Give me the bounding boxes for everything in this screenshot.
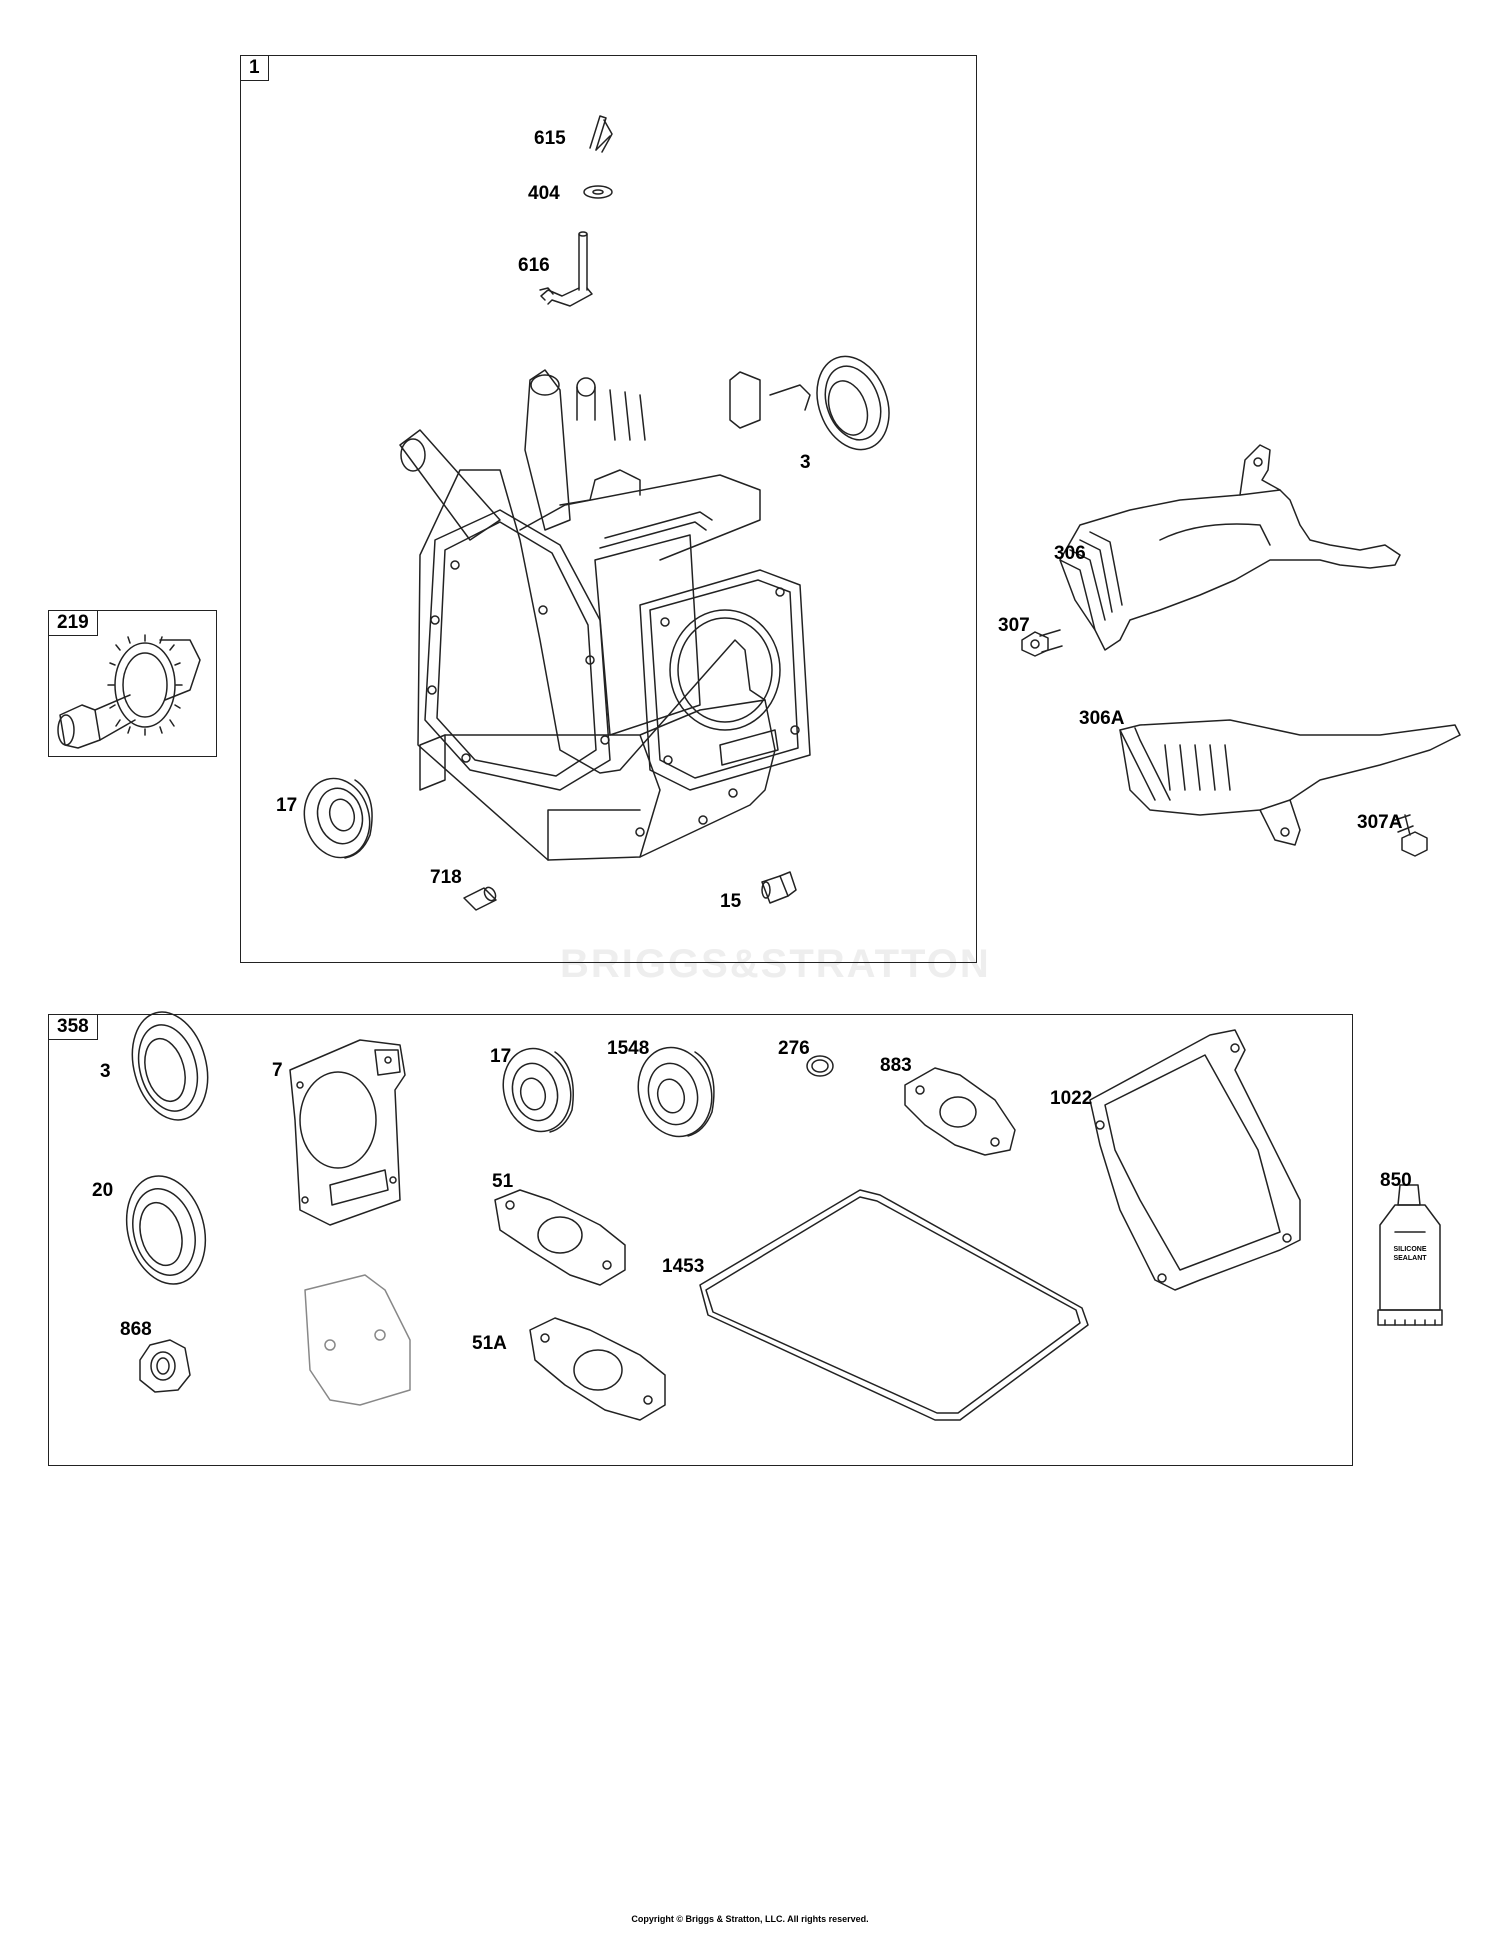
rocker-gasket-faded [304, 1274, 411, 1406]
callout-615: 615 [534, 128, 566, 149]
callout-20: 20 [92, 1180, 114, 1201]
assembly-box-358-label: 358 [48, 1014, 98, 1040]
crankcase-block [399, 369, 811, 861]
callout-3-top: 3 [800, 452, 811, 473]
callout-868: 868 [120, 1319, 152, 1340]
valve-seal-868 [139, 1339, 191, 1393]
callout-51A: 51A [472, 1333, 507, 1354]
governor-gear-219 [57, 634, 201, 749]
callout-306A: 306A [1079, 708, 1125, 729]
seal-ring-1453 [699, 1189, 1089, 1421]
callout-1022: 1022 [1050, 1088, 1093, 1109]
callout-883: 883 [880, 1055, 912, 1076]
callout-616: 616 [518, 255, 550, 276]
callout-1453: 1453 [662, 1256, 705, 1277]
callout-17-kit: 17 [490, 1046, 512, 1067]
brand-watermark: BRIGGS&STRATTON [560, 942, 991, 986]
cotter-pin-615 [589, 115, 613, 153]
ball-bearing-17-top [303, 777, 373, 859]
gasket-1022 [1089, 1029, 1301, 1291]
air-guide-306A [1119, 719, 1461, 846]
callout-15: 15 [720, 891, 742, 912]
sealant-label-line1: SILICONE [1393, 1246, 1427, 1253]
oil-seal-20 [125, 1175, 207, 1285]
callout-51: 51 [492, 1171, 514, 1192]
assembly-box-1: 1 [240, 55, 977, 963]
governor-shaft-616 [539, 231, 593, 307]
callout-307A: 307A [1357, 812, 1403, 833]
callout-850: 850 [1380, 1170, 1412, 1191]
gasket-51 [494, 1189, 626, 1286]
assembly-box-219: 219 [48, 610, 217, 757]
callout-3-kit: 3 [100, 1061, 111, 1082]
callout-718: 718 [430, 867, 462, 888]
callout-306: 306 [1054, 543, 1086, 564]
callout-307: 307 [998, 615, 1030, 636]
callout-17-top: 17 [276, 795, 298, 816]
sealant-label-line2: SEALANT [1393, 1255, 1427, 1262]
screw-307A [1394, 814, 1428, 857]
gasket-883 [904, 1067, 1016, 1156]
screw-307 [1021, 629, 1063, 657]
gasket-51A [529, 1317, 666, 1421]
assembly-box-219-label: 219 [48, 610, 98, 636]
dowel-pin-718 [463, 886, 497, 911]
oil-seal-3-top [816, 355, 890, 451]
assembly-box-1-label: 1 [240, 55, 269, 81]
callout-404: 404 [528, 183, 560, 204]
callout-7: 7 [272, 1060, 283, 1081]
ball-bearing-1548 [637, 1046, 715, 1138]
washer-404 [583, 185, 613, 199]
silicone-sealant-tube-850 [1377, 1184, 1443, 1326]
head-gasket-7 [289, 1039, 406, 1226]
washer-276 [806, 1055, 834, 1077]
assembly-box-358: 358 [48, 1014, 1353, 1466]
drain-plug-15 [761, 871, 797, 904]
air-guide-306 [1059, 444, 1401, 651]
copyright-notice: Copyright © Briggs & Stratton, LLC. All … [631, 1914, 869, 1924]
callout-276: 276 [778, 1038, 810, 1059]
callout-1548: 1548 [607, 1038, 650, 1059]
oil-seal-3-kit [131, 1011, 209, 1121]
sealant-tube-label: SILICONE SEALANT [1380, 1245, 1440, 1263]
ball-bearing-17-kit [502, 1047, 574, 1133]
